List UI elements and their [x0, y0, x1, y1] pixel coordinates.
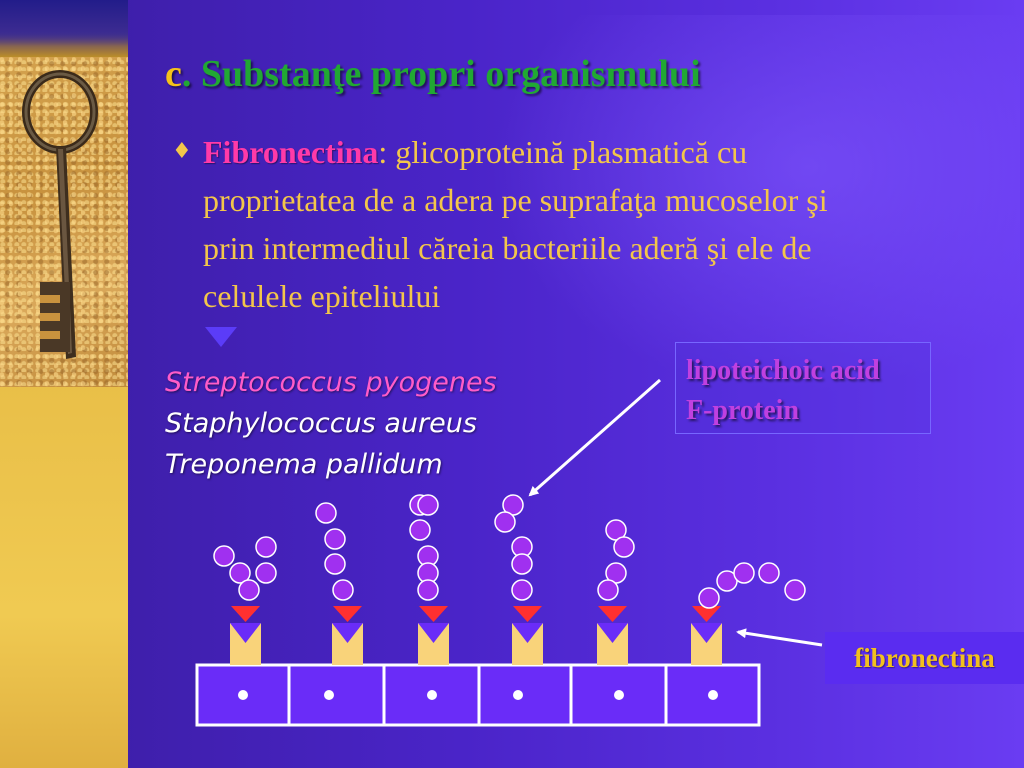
arrow-icon	[736, 628, 823, 647]
bacteria-chain	[213, 536, 277, 601]
epithelial-cell	[477, 663, 573, 727]
term-separator: :	[378, 134, 388, 170]
title-text: . Substanţe propri organismului	[181, 53, 701, 95]
cell-nucleus	[324, 690, 334, 700]
cell-nucleus	[513, 690, 523, 700]
bullet-line-3: celulele epiteliului	[203, 278, 441, 314]
bullet-line-0: glicoproteină plasmatică cu	[387, 134, 748, 170]
slide-title: c. Substanţe propri organismului	[165, 52, 701, 96]
key-icon	[22, 70, 98, 359]
fibronectina-label: fibronectina	[825, 632, 1024, 684]
bacteria-chain	[597, 519, 635, 601]
bacteria-item: Treponema pallidum	[165, 449, 443, 480]
cell-nucleus	[427, 690, 437, 700]
fibronectin-receptor	[691, 606, 722, 665]
bacteria-chain	[698, 562, 806, 609]
cell-nucleus	[614, 690, 624, 700]
bullet-text: Fibronectina: glicoproteină plasmatică c…	[203, 128, 1002, 320]
fibronectin-receptor	[597, 606, 628, 665]
bacteria-chain	[494, 494, 533, 601]
side-strip-top	[0, 0, 128, 60]
bullet-line-1: proprietatea de a adera pe suprafaţa muc…	[203, 182, 828, 218]
bullet-paragraph: ♦ Fibronectina: glicoproteină plasmatică…	[172, 128, 1002, 320]
arrow-icon	[528, 378, 661, 497]
bacteria-list: Streptococcus pyogenes Staphylococcus au…	[165, 362, 497, 485]
bacteria-chain	[315, 502, 354, 601]
background-glow	[490, 15, 1020, 395]
title-letter: c	[165, 53, 182, 95]
adhesin-label-box: lipoteichoic acid F-protein	[675, 342, 931, 434]
adhesin-item: F-protein	[686, 395, 800, 426]
bullet-line-2: prin intermediul căreia bacteriile aderă…	[203, 230, 812, 266]
fibronectin-receptor	[512, 606, 543, 665]
cell-nucleus	[238, 690, 248, 700]
bacteria-item: Streptococcus pyogenes	[165, 367, 497, 398]
epithelial-cell	[287, 663, 386, 727]
cell-nucleus	[708, 690, 718, 700]
down-triangle-icon	[205, 327, 237, 347]
bacteria-item: Staphylococcus aureus	[165, 408, 477, 439]
diamond-bullet-icon: ♦	[172, 139, 192, 164]
adhesin-item: lipoteichoic acid	[686, 355, 880, 386]
key-photo	[0, 57, 128, 387]
fibronectin-receptor	[332, 606, 363, 665]
term-fibronectina: Fibronectina	[203, 134, 379, 170]
fibronectin-receptor	[230, 606, 261, 665]
fibronectin-receptor	[418, 606, 449, 665]
epithelial-cell-row	[195, 663, 761, 727]
bacteria-chain	[409, 494, 439, 601]
